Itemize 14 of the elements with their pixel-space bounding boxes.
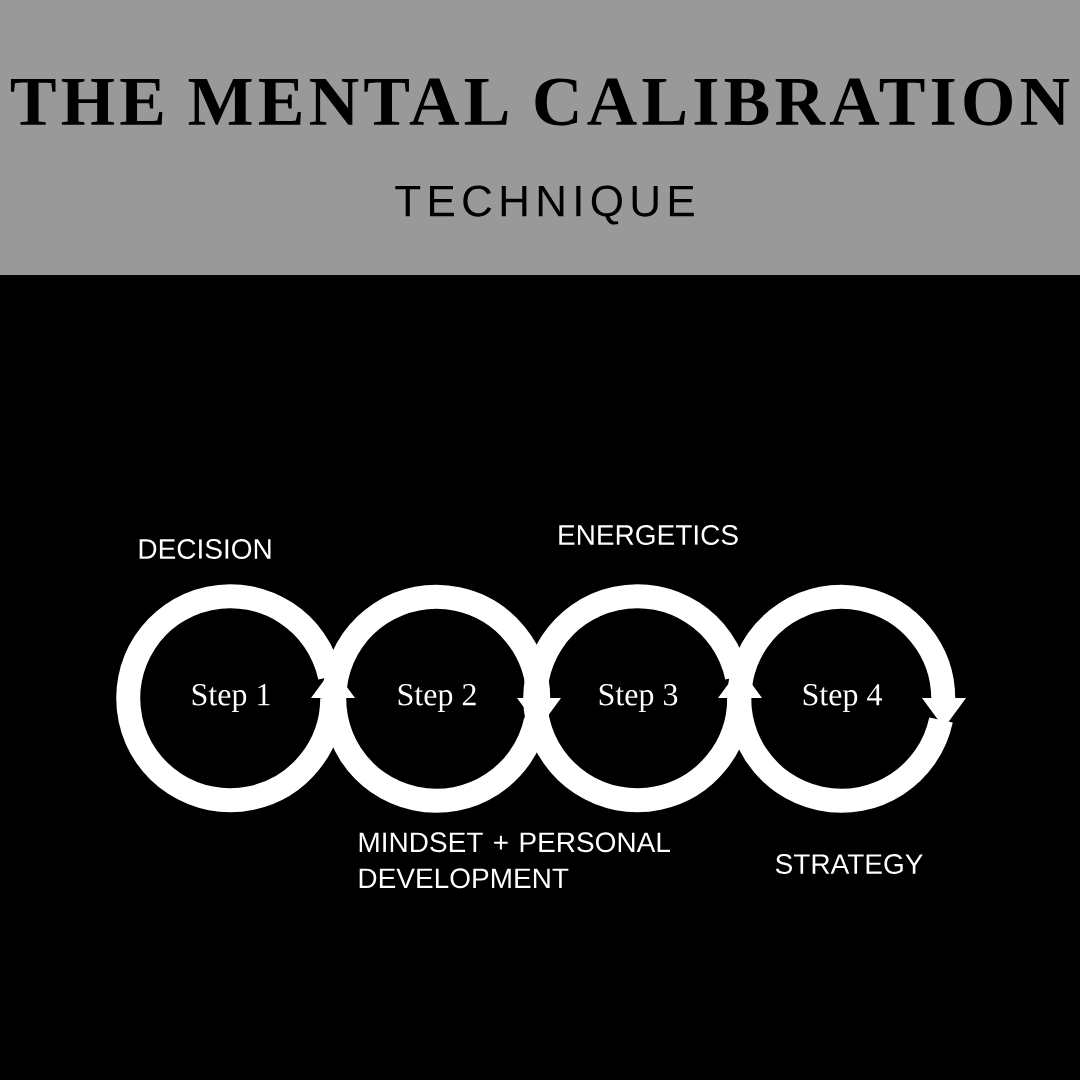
- step-caption: MINDSET + PERSONAL DEVELOPMENT: [359, 832, 670, 889]
- title-text: THE MENTAL CALIBRATION: [10, 78, 1070, 126]
- step-ring: Step 2: [322, 584, 561, 813]
- step-ring: Step 4: [727, 584, 966, 813]
- step-caption: STRATEGY: [775, 854, 923, 874]
- subtitle-text: TECHNIQUE: [395, 185, 694, 225]
- step-ring: Step 3: [523, 584, 762, 812]
- node-label: Step 3: [599, 684, 678, 712]
- step-caption: DECISION: [139, 539, 271, 559]
- step-ring: Step 1: [116, 584, 355, 812]
- node-label: Step 1: [192, 684, 270, 712]
- node-label: Step 4: [803, 684, 882, 712]
- step-caption: ENERGETICS: [559, 525, 738, 545]
- node-label: Step 2: [398, 684, 476, 712]
